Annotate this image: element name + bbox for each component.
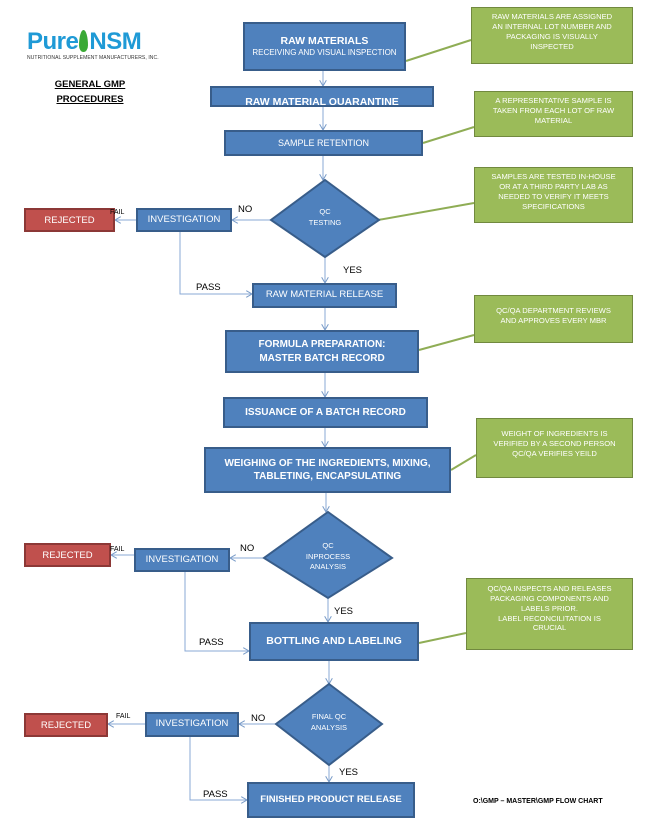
label-no-1: NO — [238, 204, 253, 215]
note-6-line-4: LABEL RECONCILITATION IS — [498, 613, 601, 623]
note-sample: A REPRESENTATIVE SAMPLE IS TAKEN FROM EA… — [474, 91, 633, 137]
leaf-icon — [79, 30, 89, 52]
decision-qc-inprocess-line-2: INPROCESS — [305, 551, 351, 561]
note-2-line-2: TAKEN FROM EACH LOT OF RAW — [492, 105, 615, 115]
label-yes-1: YES — [343, 265, 363, 276]
investigation-label-2: INVESTIGATION — [145, 553, 219, 565]
step-issuance: ISSUANCE OF A BATCH RECORD — [223, 397, 428, 428]
label-fail-3: FAIL — [116, 713, 131, 720]
note-5-line-1: WEIGHT OF INGREDIENTS IS — [501, 429, 608, 438]
note-3-line-4: SPECIFICATIONS — [522, 201, 585, 211]
step-bottling-label: BOTTLING AND LABELING — [266, 635, 402, 648]
logo-word-pure: Pure — [27, 28, 79, 55]
label-pass-1: PASS — [196, 282, 221, 293]
step-finished-label: FINISHED PRODUCT RELEASE — [260, 793, 402, 805]
decision-qc-testing-label: QC TESTING — [290, 207, 360, 228]
note-3-line-1: SAMPLES ARE TESTED IN-HOUSE — [491, 172, 616, 181]
label-pass-3: PASS — [203, 789, 228, 800]
step-weighing-line-1: WEIGHING OF THE INGREDIENTS, MIXING, — [224, 457, 431, 469]
investigation-box-1: INVESTIGATION — [136, 208, 232, 232]
label-yes-2: YES — [334, 606, 354, 617]
decision-qc-inprocess-label: QC INPROCESS ANALYSIS — [293, 541, 363, 573]
logo-subtitle: NUTRITIONAL SUPPLEMENT MANUFACTURERS, IN… — [27, 55, 159, 61]
step-raw-material-release: RAW MATERIAL RELEASE — [252, 283, 397, 308]
decision-final-qc — [274, 682, 384, 767]
decision-final-qc-line-1: FINAL QC — [311, 712, 347, 721]
decision-qc-inprocess — [262, 510, 394, 600]
investigation-box-3: INVESTIGATION — [145, 712, 239, 737]
company-logo: Pure NSM NUTRITIONAL SUPPLEMENT MANUFACTU… — [27, 28, 159, 62]
note-1-line-3: PACKAGING IS VISUALLY — [506, 31, 598, 41]
investigation-label-3: INVESTIGATION — [155, 718, 229, 730]
note-mbr: QC/QA DEPARTMENT REVIEWS AND APPROVES EV… — [474, 295, 633, 343]
rejected-box-2: REJECTED — [24, 543, 111, 567]
decision-qc-inprocess-line-3: ANALYSIS — [309, 562, 347, 571]
decision-qc-testing-line-1: QC — [319, 207, 331, 216]
decision-qc-testing-line-2: TESTING — [308, 217, 342, 227]
step-quarantine-label: RAW MATERIAL QUARANTINE — [245, 96, 399, 107]
decision-qc-inprocess-line-1: QC — [322, 541, 334, 550]
note-2-line-1: A REPRESENTATIVE SAMPLE IS — [495, 96, 612, 105]
step-formula-line-2: MASTER BATCH RECORD — [259, 352, 385, 364]
label-fail-2: FAIL — [110, 546, 125, 553]
note-6-line-3: LABELS PRIOR. — [521, 603, 578, 613]
footer-path: O:\GMP – MASTER\GMP FLOW CHART — [473, 798, 603, 805]
step-raw-materials-title: RAW MATERIALS — [280, 35, 369, 48]
page-title: GENERAL GMP PROCEDURES — [38, 78, 142, 107]
rejected-label-3: REJECTED — [40, 719, 92, 731]
label-fail-1: FAIL — [110, 209, 125, 216]
note-raw-materials: RAW MATERIALS ARE ASSIGNED AN INTERNAL L… — [471, 7, 633, 64]
decision-final-qc-label: FINAL QC ANALYSIS — [294, 712, 364, 733]
note-2-line-3: MATERIAL — [534, 115, 573, 125]
note-3-line-3: NEEDED TO VERIFY IT MEETS — [498, 191, 609, 201]
step-weighing: WEIGHING OF THE INGREDIENTS, MIXING, TAB… — [204, 447, 451, 493]
investigation-label-1: INVESTIGATION — [147, 213, 221, 225]
note-weighing: WEIGHT OF INGREDIENTS IS VERIFIED BY A S… — [476, 418, 633, 478]
step-sample-retention: SAMPLE RETENTION — [224, 130, 423, 156]
note-6-line-5: CRUCIAL — [532, 623, 567, 633]
step-formula-preparation: FORMULA PREPARATION: MASTER BATCH RECORD — [225, 330, 419, 373]
decision-qc-testing — [269, 178, 381, 259]
investigation-box-2: INVESTIGATION — [134, 548, 230, 572]
step-bottling-labeling: BOTTLING AND LABELING — [249, 622, 419, 661]
step-raw-material-release-label: RAW MATERIAL RELEASE — [265, 289, 384, 301]
label-no-3: NO — [251, 713, 266, 724]
step-quarantine: RAW MATERIAL QUARANTINE — [210, 86, 434, 107]
note-3-line-2: OR AT A THIRD PARTY LAB AS — [499, 181, 608, 191]
note-packaging: QC/QA INSPECTS AND RELEASES PACKAGING CO… — [466, 578, 633, 650]
note-1-line-4: INSPECTED — [530, 41, 574, 51]
label-pass-2: PASS — [199, 637, 224, 648]
step-issuance-label: ISSUANCE OF A BATCH RECORD — [245, 406, 406, 418]
rejected-label-2: REJECTED — [42, 549, 93, 561]
title-line-1: GENERAL GMP — [54, 79, 126, 90]
note-testing: SAMPLES ARE TESTED IN-HOUSE OR AT A THIR… — [474, 167, 633, 223]
rejected-box-1: REJECTED — [24, 208, 115, 232]
note-1-line-2: AN INTERNAL LOT NUMBER AND — [492, 21, 612, 31]
step-sample-retention-label: SAMPLE RETENTION — [277, 137, 369, 148]
note-1-line-1: RAW MATERIALS ARE ASSIGNED — [491, 12, 613, 21]
label-no-2: NO — [240, 543, 255, 554]
step-formula-line-1: FORMULA PREPARATION: — [258, 339, 386, 350]
note-5-line-2: VERIFIED BY A SECOND PERSON — [493, 438, 616, 448]
decision-final-qc-line-2: ANALYSIS — [310, 722, 348, 732]
note-6-line-1: QC/QA INSPECTS AND RELEASES — [487, 584, 612, 593]
title-line-2: PROCEDURES — [56, 93, 124, 105]
rejected-label-1: REJECTED — [44, 214, 95, 226]
step-raw-materials-subtitle: RECEIVING AND VISUAL INSPECTION — [252, 48, 397, 58]
label-yes-3: YES — [339, 767, 359, 778]
note-4-line-2: AND APPROVES EVERY MBR — [500, 315, 607, 325]
step-raw-materials: RAW MATERIALS RECEIVING AND VISUAL INSPE… — [243, 22, 406, 71]
logo-word-nsm: NSM — [89, 28, 142, 55]
note-5-line-3: QC/QA VERIFIES YEILD — [512, 448, 597, 458]
note-6-line-2: PACKAGING COMPONENTS AND — [490, 593, 609, 603]
rejected-box-3: REJECTED — [24, 713, 108, 737]
note-4-line-1: QC/QA DEPARTMENT REVIEWS — [496, 306, 611, 315]
step-weighing-line-2: TABLETING, ENCAPSULATING — [253, 471, 402, 482]
step-finished-product-release: FINISHED PRODUCT RELEASE — [247, 782, 415, 818]
